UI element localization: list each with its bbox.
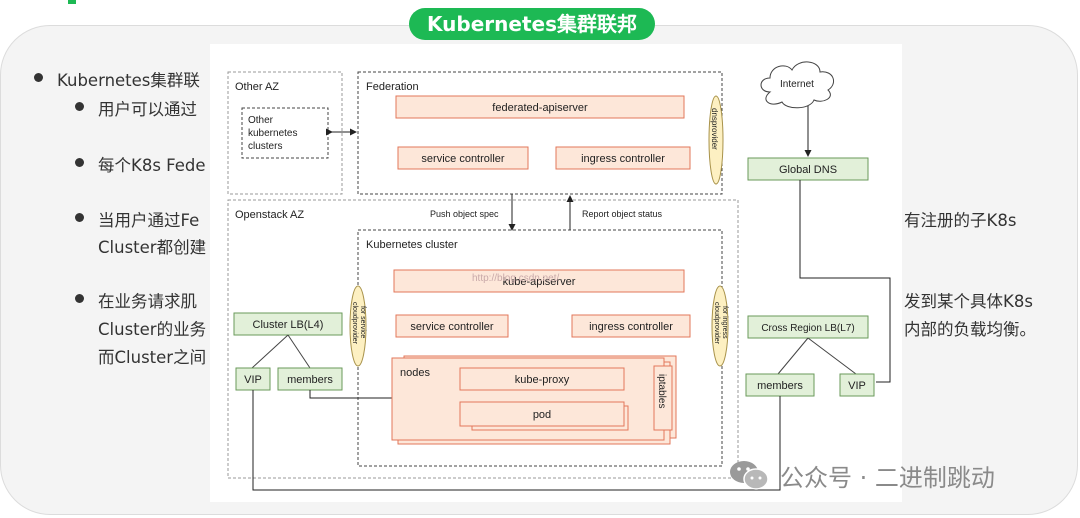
cloudprovider-service-line2: for service xyxy=(359,306,366,338)
account-watermark: 公众号 · 二进制跳动 xyxy=(780,464,995,492)
cloudprovider-service-oval xyxy=(349,285,367,367)
bullet-3-text: 每个K8s Fede xyxy=(98,156,206,175)
lb-vip-line xyxy=(251,334,289,369)
other-clusters-line2: kubernetes xyxy=(248,128,297,139)
other-clusters-line3: clusters xyxy=(248,141,282,152)
bullet-2-text: 用户可以通过 xyxy=(98,100,197,119)
k8s-ingress-controller-label: ingress controller xyxy=(589,321,673,333)
bullet-dot xyxy=(75,294,84,303)
dnsprovider-oval xyxy=(708,95,724,185)
cloudprovider-service-line1: cloudprovider xyxy=(351,302,358,345)
federated-apiserver-box xyxy=(395,95,685,119)
bullet-4-text: 当用户通过Fe xyxy=(98,211,200,230)
k8s-service-controller-label: service controller xyxy=(410,321,493,333)
iptables-box xyxy=(653,365,673,431)
vip-right-label: VIP xyxy=(848,380,866,392)
bullet-5-line2: Cluster的业务 xyxy=(98,320,207,339)
k8s-ingress-controller-box xyxy=(571,314,691,338)
cloudprovider-ingress-oval xyxy=(711,285,729,367)
bullet-1-text: Kubernetes集群联 xyxy=(57,71,200,90)
crlb-members-line xyxy=(777,337,809,375)
bullet-dot xyxy=(75,102,84,111)
dnsprovider-label: dnsprovider xyxy=(710,108,719,150)
federated-apiserver-label: federated-apiserver xyxy=(492,102,588,114)
kube-apiserver-label: kube-apiserver xyxy=(503,276,576,288)
cloudprovider-ingress-line1: cloudprovider xyxy=(713,302,720,345)
fed-service-controller-label: service controller xyxy=(421,153,504,165)
crlb-vip-line xyxy=(807,337,857,375)
other-clusters-line1: Other xyxy=(248,115,274,126)
bullet-5-right-line2: 内部的负载均衡。 xyxy=(904,320,1036,339)
wechat-icon xyxy=(730,461,769,490)
openstack-az-label: Openstack AZ xyxy=(235,209,304,221)
other-az-label: Other AZ xyxy=(235,81,279,93)
bullet-4-line2: Cluster都创建 xyxy=(98,238,207,257)
vip-members-connector xyxy=(252,390,781,491)
k8s-service-controller-box xyxy=(395,314,509,338)
vip-right-box xyxy=(839,373,875,397)
members-right-label: members xyxy=(757,380,803,392)
fed-ingress-controller-label: ingress controller xyxy=(581,153,665,165)
cluster-lb-label: Cluster LB(L4) xyxy=(253,319,324,331)
accent-mark xyxy=(68,0,76,4)
kubernetes-cluster-label: Kubernetes cluster xyxy=(366,239,458,251)
cloudprovider-ingress-line2: for ingress xyxy=(721,306,728,339)
bullet-4-right: 有注册的子K8s xyxy=(904,211,1017,230)
dns-vip-connector xyxy=(799,180,891,383)
kube-proxy-label: kube-proxy xyxy=(515,374,570,386)
bullet-dot xyxy=(75,213,84,222)
bullet-dot xyxy=(75,158,84,167)
pod-label: pod xyxy=(533,409,551,421)
federation-label: Federation xyxy=(366,81,419,93)
internet-cloud-icon xyxy=(760,61,835,109)
openstack-az-region xyxy=(227,199,739,479)
bullet-5-text: 在业务请求肌 xyxy=(98,292,197,311)
pod-box xyxy=(459,401,625,427)
kube-apiserver-box xyxy=(393,269,685,293)
cross-region-lb-label: Cross Region LB(L7) xyxy=(761,323,854,334)
nodes-label: nodes xyxy=(400,367,430,379)
kube-proxy-box xyxy=(459,367,625,391)
diagram-svg: Other AZ Other kubernetes clusters Feder… xyxy=(227,61,891,491)
fed-service-controller-box xyxy=(397,146,529,170)
global-dns-label: Global DNS xyxy=(779,164,837,176)
csdn-watermark: http://blog.csdn.net/ xyxy=(472,273,560,284)
iptables-label: iptables xyxy=(656,374,667,408)
members-left-label: members xyxy=(287,374,333,386)
members-nodes-connector xyxy=(309,390,392,399)
bullet-dot xyxy=(34,73,43,82)
lb-members-line xyxy=(287,334,311,369)
global-dns-box xyxy=(747,157,869,181)
report-object-status-label: Report object status xyxy=(582,209,663,219)
push-object-spec-label: Push object spec xyxy=(430,209,499,219)
vip-left-label: VIP xyxy=(244,374,262,386)
bullet-5-line3: 而Cluster之间 xyxy=(98,348,207,367)
federation-diagram: Other AZ Other kubernetes clusters Feder… xyxy=(210,44,902,502)
bullet-5-right: 发到某个具体K8s xyxy=(904,292,1033,311)
internet-label: Internet xyxy=(780,79,814,90)
fed-ingress-controller-box xyxy=(555,146,691,170)
page-title: Kubernetes集群联邦 xyxy=(409,8,655,40)
